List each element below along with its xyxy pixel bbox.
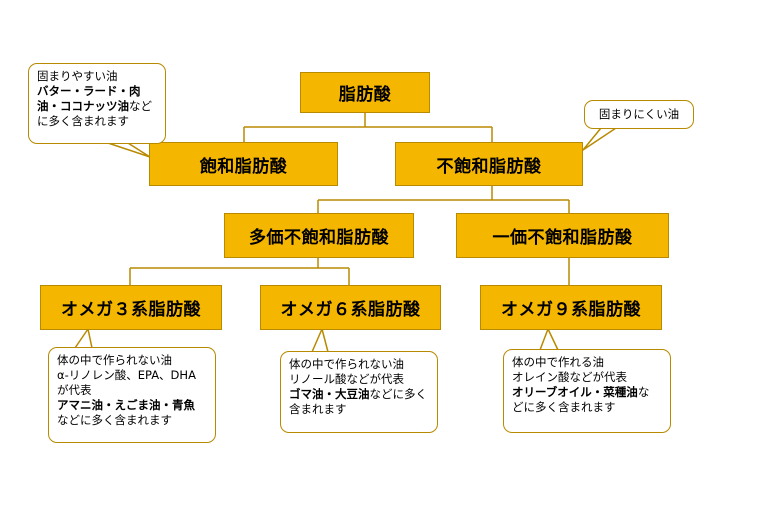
callout-tail-omega3: [74, 328, 93, 349]
node-omega3-fatty-acid: オメガ３系脂肪酸: [40, 285, 222, 330]
callout-omega3-line3: が代表: [57, 383, 92, 397]
callout-omega6-line4: 含まれます: [289, 402, 347, 416]
node-omega9-fatty-acid: オメガ９系脂肪酸: [480, 285, 662, 330]
node-polyunsaturated-fatty-acid: 多価不飽和脂肪酸: [224, 213, 414, 258]
callout-omega9-line2: オレイン酸などが代表: [512, 370, 627, 384]
callout-unsaturated-line1: 固まりにくい油: [598, 107, 680, 121]
connector-polyunsaturated: [129, 258, 350, 285]
callout-omega3-line4: アマニ油・えごま油・青魚: [57, 398, 195, 412]
callout-omega6-line1: 体の中で作られない油: [289, 357, 404, 371]
callout-tail-unsaturated: [582, 127, 617, 151]
callout-unsaturated: 固まりにくい油: [584, 100, 694, 129]
callout-omega9-line4: どに多く含まれます: [512, 400, 616, 414]
callout-omega3: 体の中で作られない油 α-リノレン酸、EPA、DHA が代表 アマニ油・えごま油…: [48, 347, 216, 443]
callout-omega3-line5: などに多く含まれます: [57, 413, 172, 427]
callout-omega9-line1: 体の中で作れる油: [512, 355, 604, 369]
node-fatty-acid: 脂肪酸: [300, 72, 430, 113]
connector-unsaturated: [317, 186, 570, 213]
callout-saturated-line3: 油・ココナッツ油など: [37, 99, 152, 113]
connector-root: [243, 113, 493, 142]
callout-saturated: 固まりやすい油 バター・ラード・肉 油・ココナッツ油など に多く含まれます: [28, 63, 166, 144]
node-saturated-fatty-acid: 飽和脂肪酸: [149, 142, 338, 186]
callout-omega9-line3: オリーブオイル・菜種油な: [512, 385, 650, 399]
callout-omega6: 体の中で作られない油 リノール酸などが代表 ゴマ油・大豆油などに多く 含まれます: [280, 351, 438, 433]
node-monounsaturated-fatty-acid: 一価不飽和脂肪酸: [456, 213, 669, 258]
callout-saturated-line1: 固まりやすい油: [37, 69, 118, 83]
callout-omega6-line2: リノール酸などが代表: [289, 372, 404, 386]
callout-saturated-line2: バター・ラード・肉: [37, 84, 141, 98]
node-omega6-fatty-acid: オメガ６系脂肪酸: [260, 285, 441, 330]
node-unsaturated-fatty-acid: 不飽和脂肪酸: [395, 142, 583, 186]
callout-tail-omega9: [539, 328, 559, 351]
callout-tail-omega6: [311, 328, 329, 353]
callout-omega6-line3: ゴマ油・大豆油などに多く: [289, 387, 427, 401]
callout-saturated-line4: に多く含まれます: [37, 114, 129, 128]
callout-tail-saturated: [107, 142, 151, 158]
callout-omega9: 体の中で作れる油 オレイン酸などが代表 オリーブオイル・菜種油な どに多く含まれ…: [503, 349, 671, 433]
callout-omega3-line2: α-リノレン酸、EPA、DHA: [57, 368, 196, 382]
callout-omega3-line1: 体の中で作られない油: [57, 353, 172, 367]
